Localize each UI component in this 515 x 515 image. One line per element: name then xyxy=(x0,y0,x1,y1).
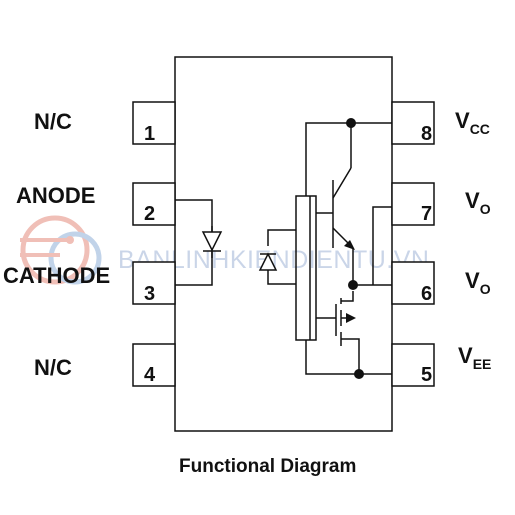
pin-label-1: N/C xyxy=(34,109,72,134)
pin-label-7: VO xyxy=(465,188,491,217)
pin-number-6: 6 xyxy=(421,283,432,305)
pin-label-3: CATHODE xyxy=(3,263,110,288)
pin-box-1 xyxy=(132,101,176,145)
pin-number-1: 1 xyxy=(144,123,155,145)
npn-emitter-arrow xyxy=(344,240,355,250)
output-node xyxy=(353,206,392,286)
pin-number-5: 5 xyxy=(421,364,432,386)
pin-label-4: N/C xyxy=(34,355,72,380)
pin-box-6 xyxy=(391,261,435,305)
vee-junction-dot xyxy=(354,369,364,379)
pin-number-8: 8 xyxy=(421,123,432,145)
photodiode xyxy=(258,229,296,285)
diagram-caption: Functional Diagram xyxy=(179,456,356,477)
pin-label-8: VCC xyxy=(455,108,490,137)
vee-rail xyxy=(305,340,392,375)
output-junction-dot xyxy=(348,280,358,290)
pin-label-5: VEE xyxy=(458,343,491,372)
vcc-junction-dot xyxy=(346,118,356,128)
pin-label-2: ANODE xyxy=(16,183,95,208)
pin-box-2 xyxy=(132,182,176,226)
led-input xyxy=(175,199,223,286)
pin-number-2: 2 xyxy=(144,203,155,225)
pin-number-4: 4 xyxy=(144,364,156,386)
pin-box-7 xyxy=(391,182,435,226)
pin-box-8 xyxy=(391,101,435,145)
mos-transistor xyxy=(316,291,360,374)
pin-box-5 xyxy=(391,343,435,387)
watermark-logo xyxy=(20,215,102,285)
pin-box-3 xyxy=(132,261,176,305)
vcc-rail xyxy=(305,122,392,196)
pin-number-3: 3 xyxy=(144,283,155,305)
mos-arrow xyxy=(346,313,356,323)
pin-label-6: VO xyxy=(465,268,491,297)
pin-number-7: 7 xyxy=(421,203,432,225)
package-body xyxy=(174,56,393,432)
pin-box-4 xyxy=(132,343,176,387)
npn-transistor xyxy=(316,167,354,285)
